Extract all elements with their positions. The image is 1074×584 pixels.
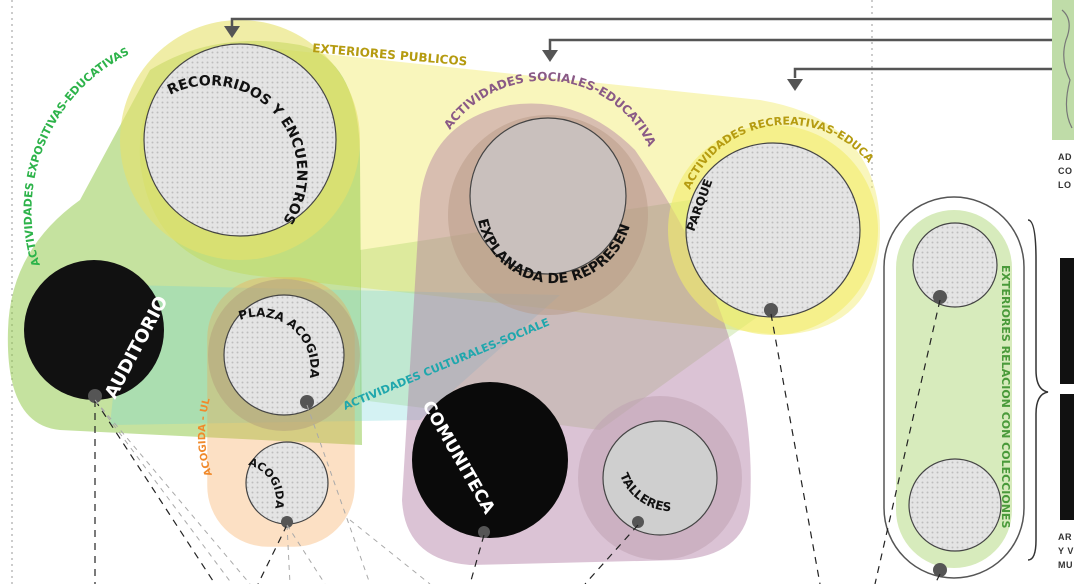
arrowheads [224, 26, 803, 91]
side-note-bottom-3: MU [1058, 560, 1073, 570]
plaza-circle [223, 294, 345, 416]
top-arrows [230, 17, 1060, 78]
explanada-circle [469, 117, 627, 275]
recorridos-circle [143, 43, 337, 237]
label-exteriores-relacion: EXTERIORES RELACION CON COLECCIONES [999, 265, 1012, 528]
side-note-bottom-2: Y V [1058, 546, 1074, 556]
coleccion-circle-bottom [908, 458, 1002, 552]
coleccion-circle-top [912, 222, 998, 308]
side-note-bottom-1: AR [1058, 532, 1072, 542]
acogida-circle [245, 441, 329, 525]
side-note-top-2: CO [1058, 166, 1073, 176]
comuniteca-circle [412, 382, 568, 538]
secondary-connectors [94, 399, 431, 584]
parque-circle [685, 142, 861, 318]
node-dots [88, 290, 947, 577]
brace [1027, 219, 1049, 561]
talleres-circle [602, 420, 718, 536]
side-image-top [1052, 0, 1074, 140]
connector-lines [94, 299, 941, 584]
side-figure-sketch [1061, 9, 1073, 129]
side-note-top-3: LO [1058, 180, 1072, 190]
side-image-mid [1060, 258, 1074, 384]
side-image-low [1060, 394, 1074, 520]
auditorio-circle [24, 260, 164, 400]
side-note-top-1: AD [1058, 152, 1072, 162]
